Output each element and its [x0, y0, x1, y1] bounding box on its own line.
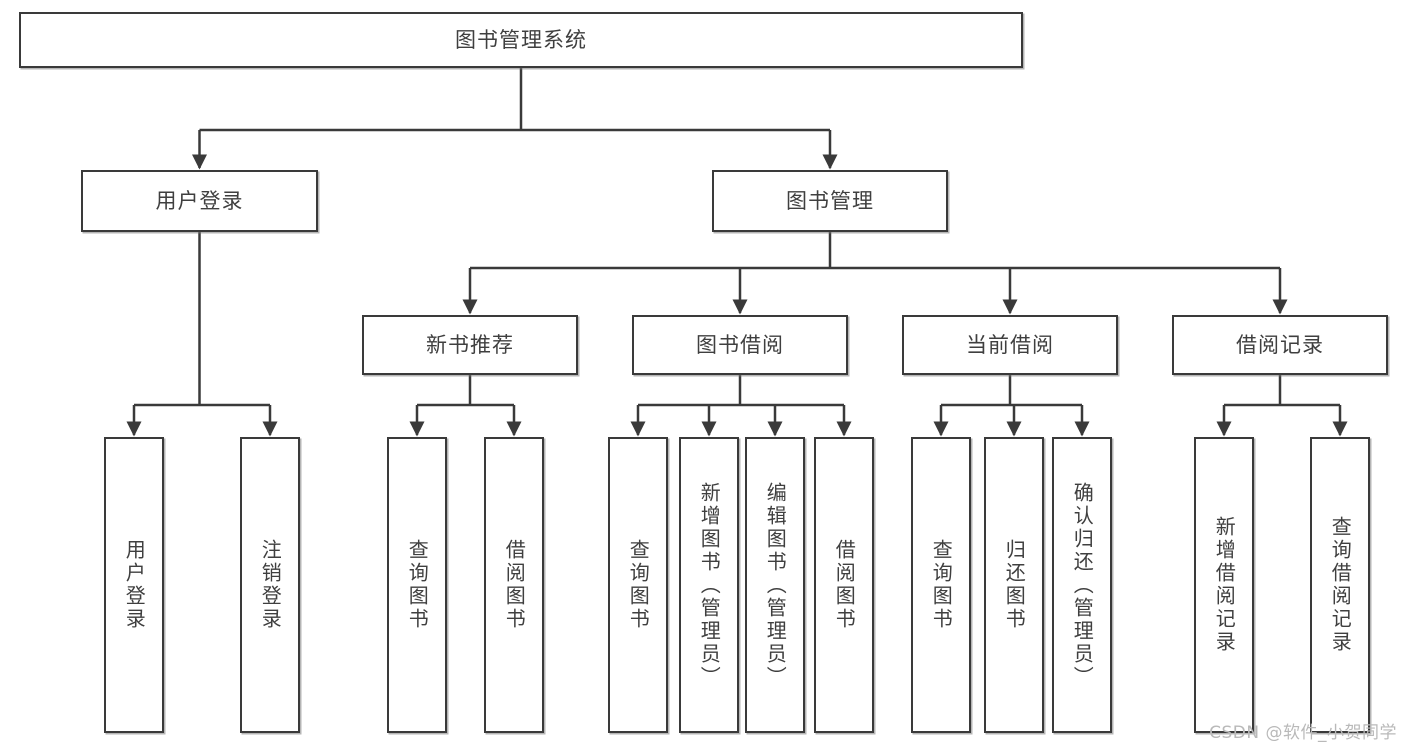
node-label: 图书管理 [786, 188, 874, 213]
node-label: 查询图书 [929, 539, 954, 631]
node-label: 当前借阅 [966, 332, 1054, 357]
node-leaf-4[interactable]: 查询图书 [608, 437, 668, 733]
node-leaf-3[interactable]: 借阅图书 [484, 437, 544, 733]
node-label: 借阅记录 [1236, 332, 1324, 357]
node-leaf-6[interactable]: 编辑图书（管理员） [745, 437, 805, 733]
node-leaf-10[interactable]: 确认归还（管理员） [1052, 437, 1112, 733]
node-label: 确认归还（管理员） [1070, 481, 1095, 689]
node-level3-1[interactable]: 图书借阅 [632, 315, 848, 375]
node-label: 注销登录 [258, 539, 283, 631]
node-label: 图书借阅 [696, 332, 784, 357]
node-leaf-5[interactable]: 新增图书（管理员） [679, 437, 739, 733]
node-label: 归还图书 [1002, 539, 1027, 631]
node-label: 查询图书 [405, 539, 430, 631]
node-label: 用户登录 [155, 188, 244, 213]
node-label: 编辑图书（管理员） [763, 481, 788, 689]
node-leaf-9[interactable]: 归还图书 [984, 437, 1044, 733]
node-label: 借阅图书 [502, 539, 527, 631]
node-root[interactable]: 图书管理系统 [19, 12, 1023, 68]
node-label: 借阅图书 [832, 539, 857, 631]
node-label: 用户登录 [122, 539, 147, 631]
node-level3-0[interactable]: 新书推荐 [362, 315, 578, 375]
node-leaf-7[interactable]: 借阅图书 [814, 437, 874, 733]
node-leaf-11[interactable]: 新增借阅记录 [1194, 437, 1254, 733]
node-leaf-1[interactable]: 注销登录 [240, 437, 300, 733]
node-leaf-0[interactable]: 用户登录 [104, 437, 164, 733]
node-label: 查询图书 [626, 539, 651, 631]
node-label: 新书推荐 [426, 332, 514, 357]
node-label: 图书管理系统 [455, 27, 587, 52]
node-level2-0[interactable]: 用户登录 [81, 170, 318, 232]
csdn-watermark: CSDN @软件_小贺同学 [1209, 723, 1397, 743]
node-level3-2[interactable]: 当前借阅 [902, 315, 1118, 375]
node-leaf-8[interactable]: 查询图书 [911, 437, 971, 733]
node-label: 新增图书（管理员） [697, 481, 722, 689]
node-leaf-2[interactable]: 查询图书 [387, 437, 447, 733]
node-label: 新增借阅记录 [1212, 516, 1237, 654]
node-level3-3[interactable]: 借阅记录 [1172, 315, 1388, 375]
node-label: 查询借阅记录 [1328, 516, 1353, 654]
node-level2-1[interactable]: 图书管理 [712, 170, 948, 232]
node-leaf-12[interactable]: 查询借阅记录 [1310, 437, 1370, 733]
